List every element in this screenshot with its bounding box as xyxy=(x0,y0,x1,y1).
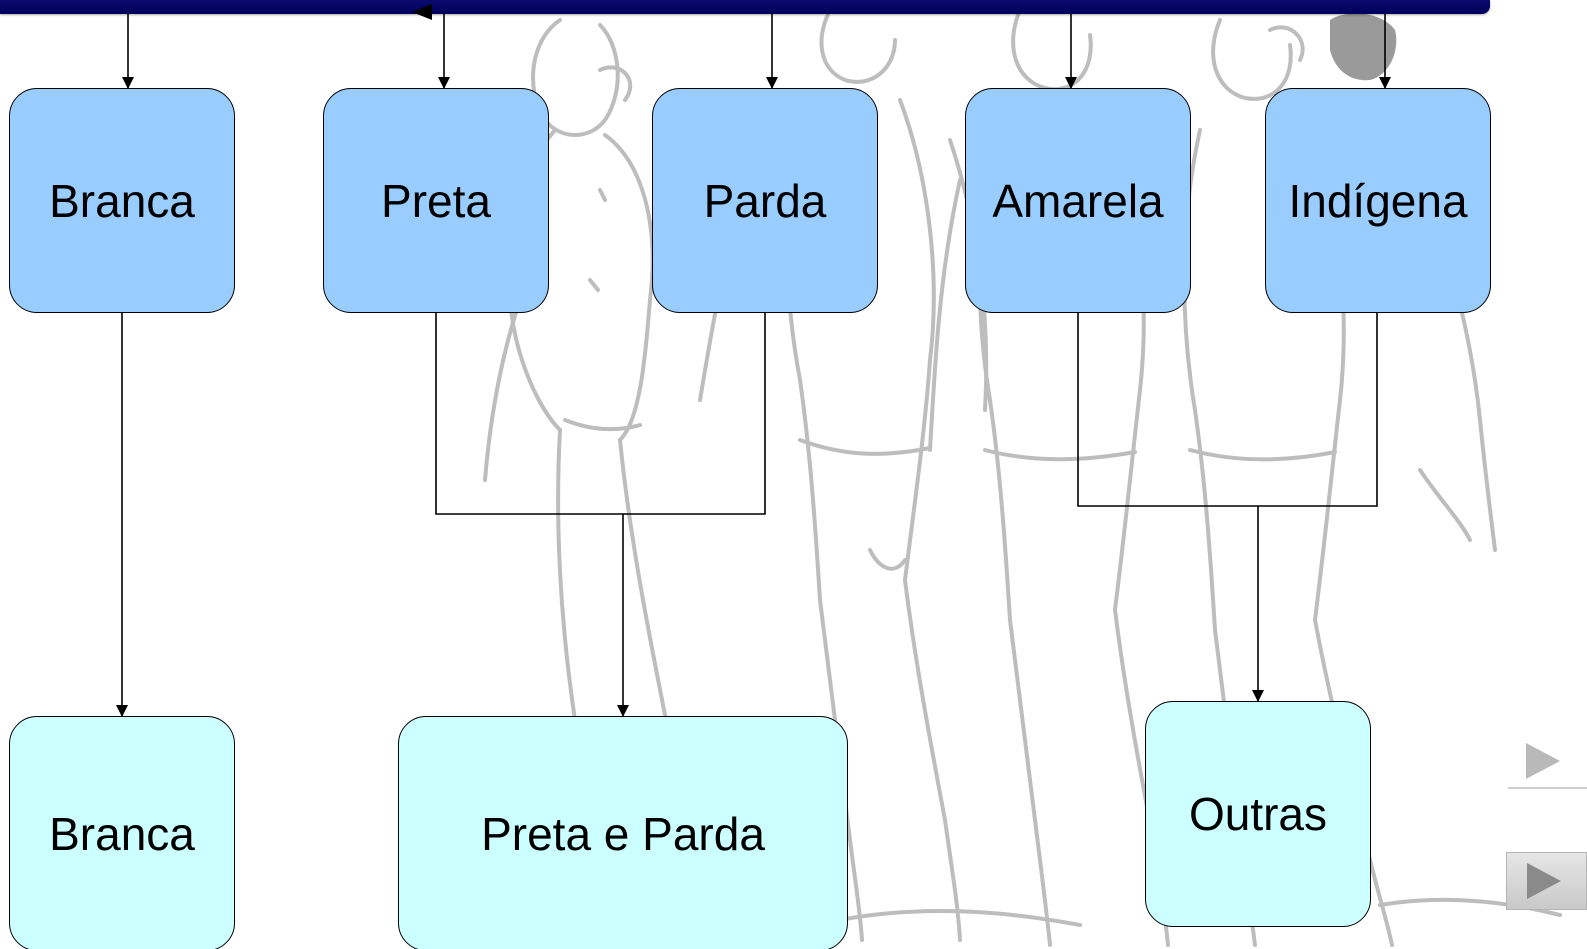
divider xyxy=(1508,787,1587,789)
category-box-branca: Branca xyxy=(9,88,235,313)
group-box-preta-parda: Preta e Parda xyxy=(398,716,848,949)
merge-preta-parda xyxy=(435,312,766,515)
play-triangle-icon xyxy=(1527,863,1561,899)
group-box-branca: Branca xyxy=(9,716,235,949)
group-box-outras: Outras xyxy=(1145,701,1371,927)
category-label-parda: Parda xyxy=(703,174,827,227)
play-triangle-icon xyxy=(1526,743,1560,779)
header-bar xyxy=(0,0,1490,14)
group-label-outras: Outras xyxy=(1188,788,1328,840)
category-label-branca: Branca xyxy=(49,174,195,227)
category-label-indigena: Indígena xyxy=(1288,174,1468,227)
group-label-preta-parda: Preta e Parda xyxy=(481,807,765,860)
merge-outras xyxy=(1077,312,1378,507)
next-slide-button-bottom[interactable] xyxy=(1506,852,1587,910)
group-label-branca: Branca xyxy=(49,807,195,860)
category-label-amarela: Amarela xyxy=(992,174,1164,227)
header-left-arrow xyxy=(412,4,432,20)
category-box-preta: Preta xyxy=(323,88,549,313)
category-box-parda: Parda xyxy=(652,88,878,313)
category-box-indigena: Indígena xyxy=(1265,88,1491,313)
next-slide-button[interactable] xyxy=(1508,735,1587,789)
category-label-preta: Preta xyxy=(381,174,491,227)
category-box-amarela: Amarela xyxy=(965,88,1191,313)
